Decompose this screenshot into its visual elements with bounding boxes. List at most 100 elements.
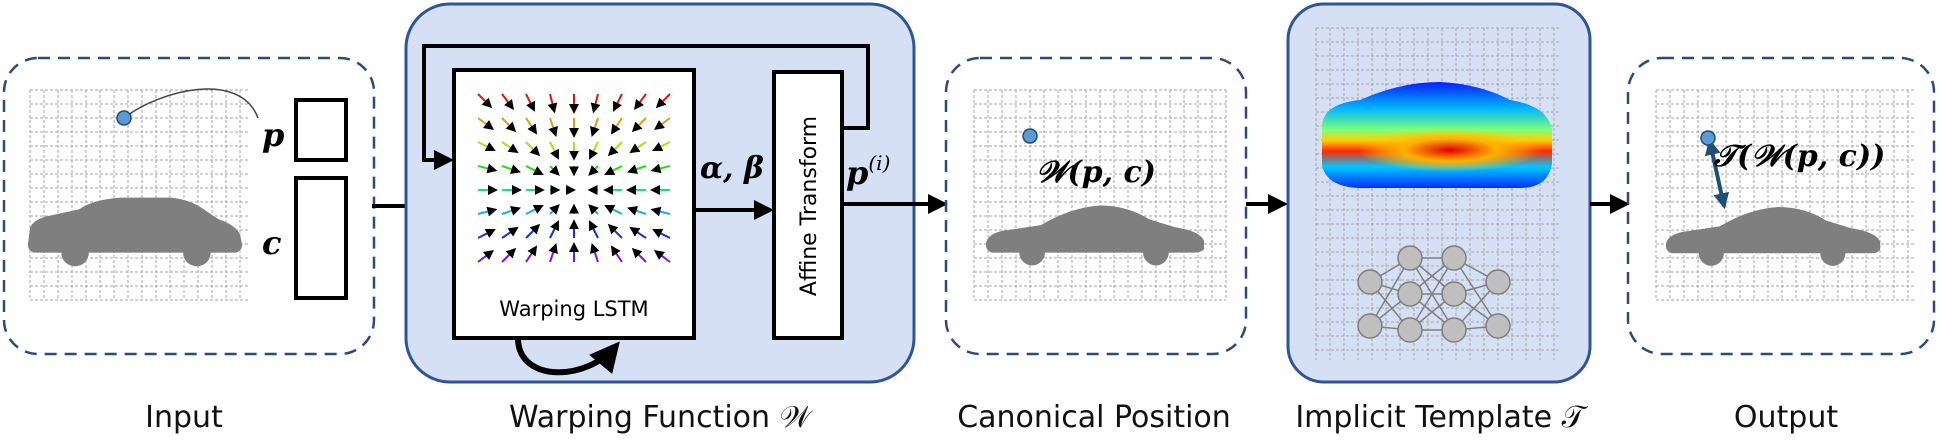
nn-node bbox=[1441, 281, 1467, 307]
caption-input: Input bbox=[145, 400, 223, 435]
lstm-recurrent-arrow bbox=[515, 339, 620, 376]
vector-field-arrow bbox=[588, 204, 599, 215]
p-i-base: p bbox=[846, 154, 868, 192]
vector-field-arrow bbox=[549, 204, 560, 215]
input-point-link bbox=[123, 88, 259, 119]
vector-field bbox=[477, 93, 671, 263]
vector-field-arrow bbox=[501, 206, 521, 216]
vector-field-arrow bbox=[525, 165, 544, 175]
vector-field-arrow bbox=[655, 93, 671, 109]
p-i-label: p(i) bbox=[846, 151, 890, 192]
vector-field-arrow bbox=[547, 93, 558, 114]
vector-field-arrow bbox=[610, 117, 623, 135]
template-panel bbox=[1286, 2, 1592, 384]
vector-field-arrow bbox=[477, 93, 493, 109]
caption-warping: Warping Function 𝒲 bbox=[508, 400, 812, 435]
canonical-car bbox=[985, 205, 1205, 266]
vector-field-arrow bbox=[604, 205, 623, 215]
neural-network-icon bbox=[1357, 245, 1511, 343]
vector-field-arrow bbox=[525, 245, 538, 263]
output-panel: 𝒯(𝒲(p, c)) bbox=[1626, 56, 1936, 356]
canonical-formula: 𝒲(p, c) bbox=[1036, 155, 1156, 190]
vector-field-arrow bbox=[652, 141, 671, 151]
vector-field-arrow bbox=[634, 93, 647, 111]
vector-field-arrow bbox=[525, 93, 535, 112]
c-input-box bbox=[294, 176, 348, 300]
vector-field-arrow bbox=[590, 117, 600, 137]
vector-field-arrow bbox=[548, 243, 558, 263]
vector-field-arrow bbox=[631, 247, 647, 263]
nn-edge bbox=[1369, 257, 1411, 327]
vector-field-arrow bbox=[477, 163, 498, 174]
vector-field-arrow bbox=[477, 206, 498, 217]
nn-node bbox=[1441, 245, 1467, 271]
vector-field-arrow bbox=[525, 205, 544, 215]
canonical-panel: 𝒲(p, c) bbox=[944, 56, 1248, 356]
vector-field-arrow bbox=[627, 164, 647, 174]
nn-node bbox=[1441, 317, 1467, 343]
vector-field-arrow bbox=[549, 220, 559, 239]
vector-field-arrow bbox=[477, 229, 496, 239]
p-input-box bbox=[294, 98, 348, 162]
input-panel: p c bbox=[2, 56, 376, 356]
vector-field-arrow bbox=[548, 117, 558, 137]
vector-field-arrow bbox=[477, 117, 494, 131]
vector-field-arrow bbox=[549, 141, 559, 160]
vector-field-arrow bbox=[627, 206, 647, 216]
vector-field-arrow bbox=[501, 93, 514, 111]
vector-field-arrow bbox=[501, 164, 521, 174]
nn-node bbox=[1397, 245, 1423, 271]
input-car bbox=[27, 197, 243, 267]
p-label: p bbox=[262, 116, 284, 154]
vector-field-arrow bbox=[653, 117, 671, 131]
vector-field-arrow bbox=[590, 243, 600, 263]
heatmap-car bbox=[1321, 82, 1552, 189]
nn-edge bbox=[1453, 257, 1499, 327]
vector-field-arrow bbox=[525, 117, 538, 135]
p-i-superscript: (i) bbox=[868, 151, 890, 175]
nn-node bbox=[1357, 269, 1383, 295]
feedback-loop-arrow bbox=[422, 44, 870, 170]
vector-field-arrow bbox=[653, 249, 671, 263]
vector-field-arrow bbox=[501, 247, 517, 263]
nn-node bbox=[1485, 269, 1511, 295]
vector-field-arrow bbox=[650, 206, 671, 217]
vector-field-arrow bbox=[629, 226, 647, 239]
vector-field-arrow bbox=[477, 249, 494, 263]
vector-field-arrow bbox=[590, 93, 601, 114]
nn-edge bbox=[1409, 257, 1455, 331]
vector-field-arrow bbox=[589, 141, 599, 160]
vector-field-arrow bbox=[607, 223, 623, 239]
vector-field-arrow bbox=[613, 93, 623, 112]
vector-field-arrow bbox=[501, 226, 519, 239]
vector-field-arrow bbox=[607, 141, 623, 157]
affine-box bbox=[772, 70, 844, 340]
caption-canonical: Canonical Position bbox=[957, 400, 1231, 435]
canonical-point bbox=[1022, 128, 1038, 144]
alpha-beta-label: α, β bbox=[700, 151, 764, 186]
output-formula: 𝒯(𝒲(p, c)) bbox=[1713, 139, 1885, 174]
vector-field-arrow bbox=[588, 165, 599, 176]
vector-field-arrow bbox=[604, 165, 623, 175]
output-point bbox=[1700, 130, 1716, 146]
caption-output: Output bbox=[1733, 400, 1839, 435]
affine-label: Affine Transform bbox=[797, 116, 822, 296]
lstm-label: Warping LSTM bbox=[499, 297, 648, 321]
vector-field-arrow bbox=[549, 165, 560, 176]
nn-node bbox=[1397, 317, 1423, 343]
vector-field-arrow bbox=[631, 117, 647, 133]
warping-panel: Warping LSTM α, β Affine Transform p(i) bbox=[404, 2, 916, 384]
caption-template: Implicit Template 𝒯 bbox=[1295, 400, 1585, 435]
vector-field-arrow bbox=[650, 163, 671, 174]
input-grid bbox=[29, 89, 250, 301]
vector-field-arrow bbox=[501, 141, 519, 154]
vector-field-arrow bbox=[610, 245, 623, 263]
vector-field-arrow bbox=[501, 117, 517, 133]
vector-field-arrow bbox=[589, 220, 599, 239]
vector-field-arrow bbox=[652, 229, 671, 239]
nn-node bbox=[1485, 313, 1511, 339]
output-distance-arrow bbox=[1704, 138, 1730, 210]
nn-node bbox=[1397, 281, 1423, 307]
c-label: c bbox=[262, 224, 281, 262]
vector-field-arrow bbox=[629, 141, 647, 154]
